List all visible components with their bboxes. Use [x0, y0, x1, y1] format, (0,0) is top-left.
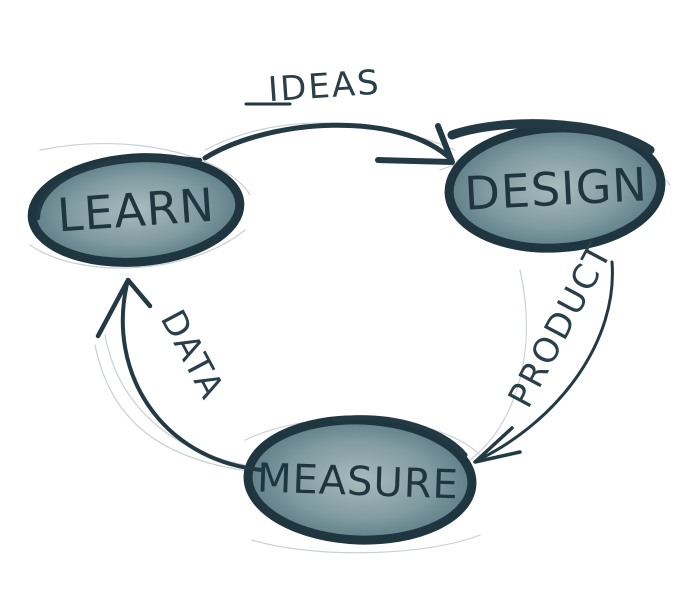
product-arrowhead [473, 426, 522, 464]
learn-label: LEARN [56, 178, 217, 243]
ideas-arrowhead [375, 123, 455, 165]
ideas-arrow-line [202, 122, 455, 163]
design-outline-stroke [447, 119, 655, 155]
measure-label: MEASURE [256, 455, 459, 508]
edge-product: PRODUCT [473, 236, 621, 464]
node-design: DESIGN [444, 119, 666, 253]
edge-ideas: IDEAS [202, 63, 455, 165]
ideas-label: IDEAS [267, 63, 382, 111]
design-label: DESIGN [463, 157, 649, 221]
node-measure: MEASURE [243, 415, 477, 545]
node-learn: LEARN [27, 153, 245, 267]
product-arrow-line [476, 260, 614, 462]
learn-outline-stroke [36, 155, 202, 220]
data-arrowhead [95, 277, 153, 339]
data-arrow-line [120, 278, 264, 472]
data-label: DATA [152, 303, 232, 406]
measure-outline-stroke [332, 415, 468, 458]
